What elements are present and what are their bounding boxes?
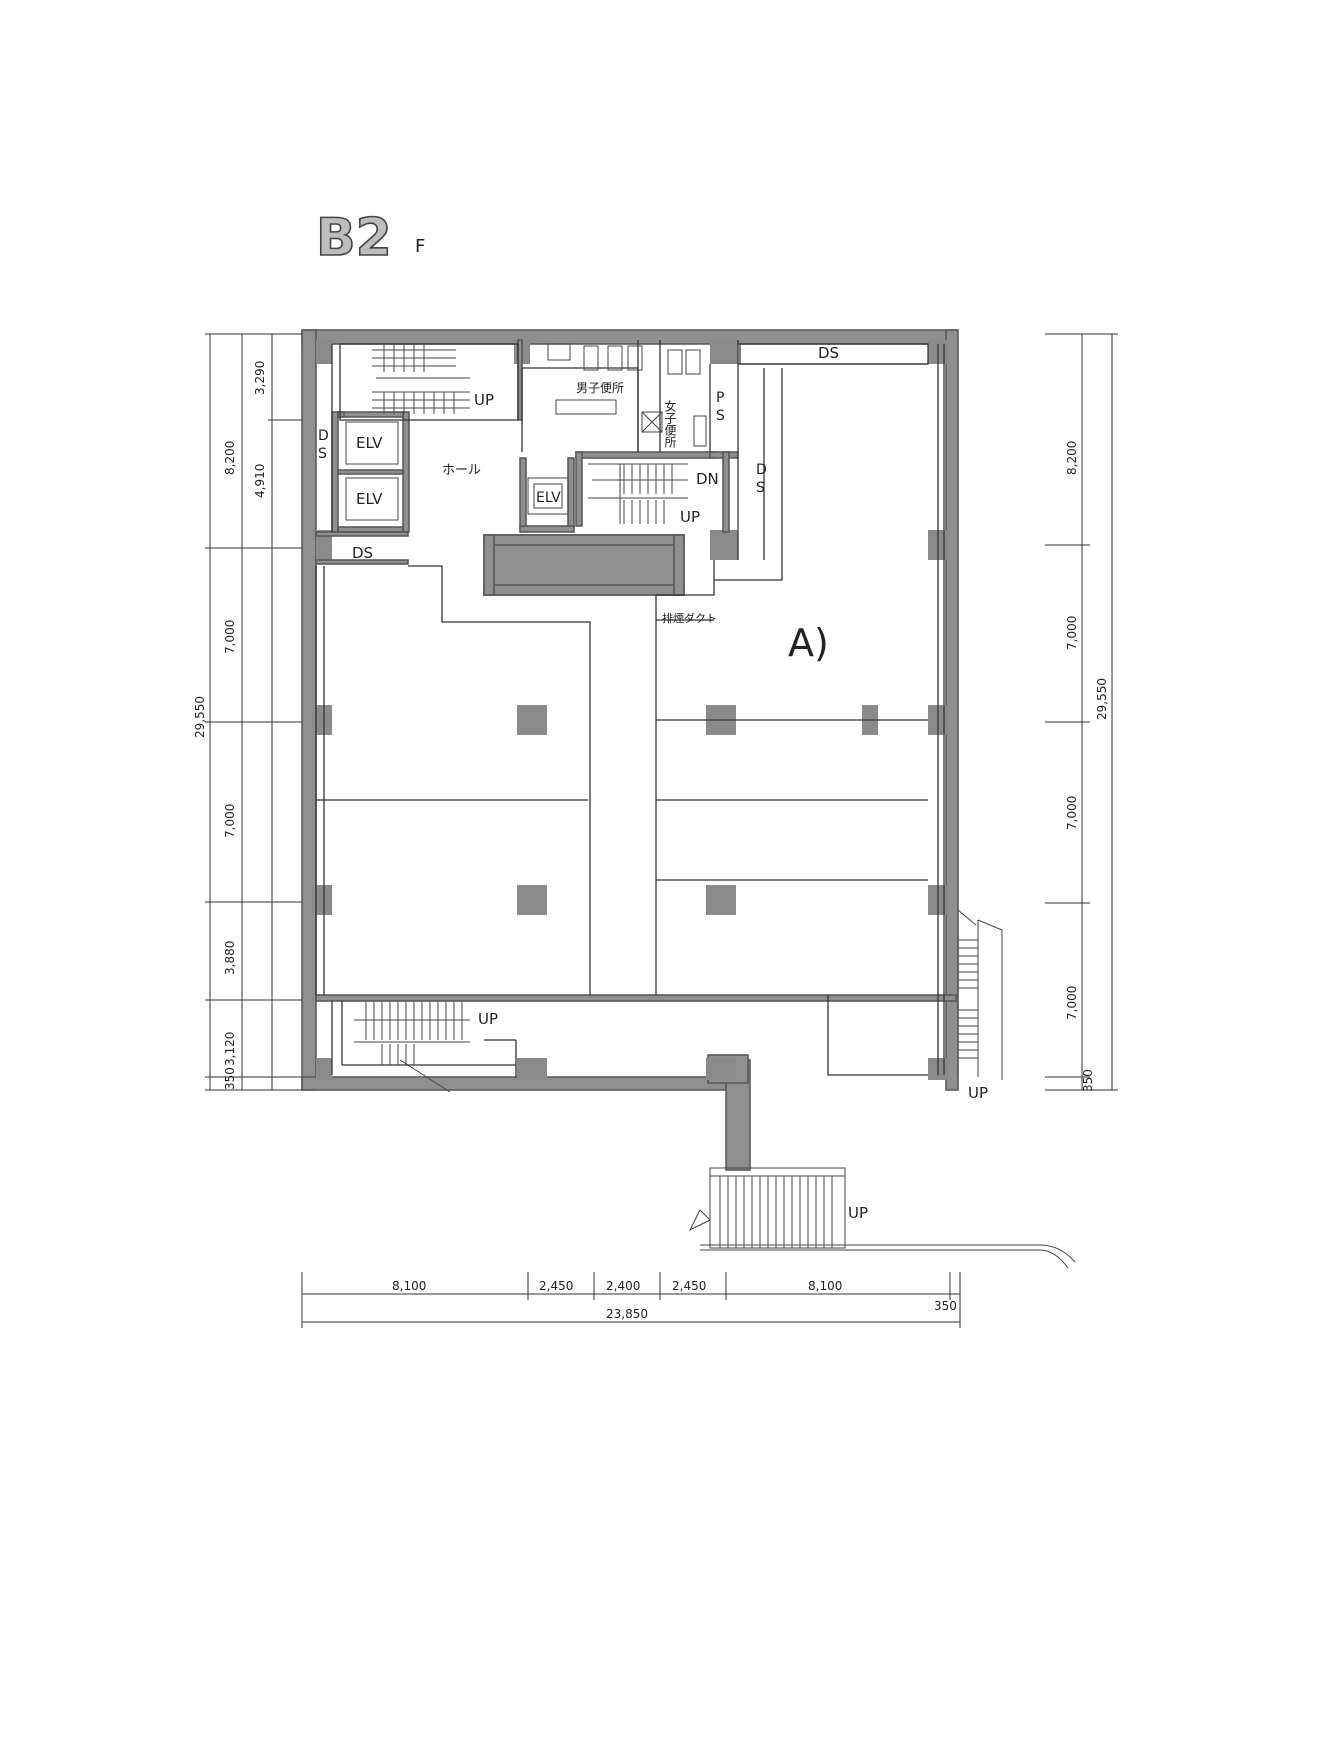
dimension-bottom: 8,100 2,450 2,400 2,450 8,100 350 23,850	[301, 1272, 961, 1328]
dim-right-8200: 8,200	[1065, 441, 1079, 475]
ds-top-label: DS	[818, 344, 839, 362]
ds-left-label-1: D	[318, 428, 329, 444]
mens-toilet-label: 男子便所	[576, 381, 624, 395]
dim-bottom-2400: 2,400	[606, 1279, 640, 1293]
dim-bottom-2450a: 2,450	[539, 1279, 573, 1293]
ds-right-label-1: D	[756, 462, 767, 478]
dim-left-3120: 3,120	[223, 1032, 237, 1066]
womens-toilet-label: 女子便所	[663, 399, 677, 448]
elevator-group	[345, 421, 569, 521]
stair-labels: UP DN UP UP UP UP	[474, 391, 988, 1222]
dim-right-7000a: 7,000	[1065, 616, 1079, 650]
stair-up-bottom-left: UP	[478, 1010, 498, 1028]
ps-label-1: P	[716, 390, 724, 406]
dim-right-29550: 29,550	[1095, 678, 1109, 720]
stair-up-right: UP	[968, 1084, 988, 1102]
ds-left-label-2: S	[318, 446, 327, 462]
dimension-right: 8,200 7,000 29,550 7,000 7,000 350	[1045, 333, 1118, 1092]
hall-label: ホール	[442, 463, 481, 478]
dim-bottom-8100b: 8,100	[808, 1279, 842, 1293]
dim-right-7000b: 7,000	[1065, 796, 1079, 830]
dim-bottom-8100a: 8,100	[392, 1279, 426, 1293]
dim-right-350: 350	[1081, 1069, 1095, 1092]
ds-right-label-2: S	[756, 480, 765, 496]
stair-top-left	[372, 344, 470, 414]
dim-right-7000c: 7,000	[1065, 986, 1079, 1020]
shaft-label: 排煙ダクト	[662, 611, 717, 625]
stair-mid	[588, 463, 688, 524]
dimension-left: 3,290 8,200 4,910 7,000 29,550 7,000 3,8…	[193, 333, 302, 1091]
interior-lines	[315, 340, 945, 1077]
stair-up-mid: UP	[680, 508, 700, 526]
stair-outside	[688, 1167, 1076, 1269]
stair-up-top-left: UP	[474, 391, 494, 409]
floor-suffix: F	[415, 236, 425, 257]
ds-lower-label: DS	[352, 544, 373, 562]
dim-left-7000b: 7,000	[223, 804, 237, 838]
dim-left-29550: 29,550	[193, 696, 207, 738]
dim-left-3290: 3,290	[253, 361, 267, 395]
elv-label-2: ELV	[356, 490, 383, 508]
stair-up-outside: UP	[848, 1204, 868, 1222]
elv-label-3: ELV	[536, 490, 561, 506]
dim-left-8200: 8,200	[223, 441, 237, 475]
stair-bottom-left	[354, 1001, 470, 1093]
dim-bottom-2450b: 2,450	[672, 1279, 706, 1293]
dim-left-7000a: 7,000	[223, 620, 237, 654]
columns	[316, 340, 948, 1080]
stair-right	[957, 909, 1003, 1080]
dim-bottom-23850: 23,850	[606, 1307, 648, 1321]
ps-label-2: S	[716, 408, 725, 424]
stair-dn-mid: DN	[696, 470, 719, 488]
toilet-fixtures	[547, 343, 707, 447]
dim-left-4910: 4,910	[253, 464, 267, 498]
area-a-label: A)	[788, 621, 829, 665]
core-walls	[315, 339, 957, 1002]
floor-title: B2	[316, 208, 392, 268]
dim-bottom-350: 350	[934, 1299, 957, 1313]
room-labels: DS D S DS D S P S ELV ELV ELV ホール 男子便所 女…	[318, 344, 839, 665]
dim-left-3880: 3,880	[223, 941, 237, 975]
dim-left-350: 350	[223, 1067, 237, 1090]
elv-label-1: ELV	[356, 434, 383, 452]
